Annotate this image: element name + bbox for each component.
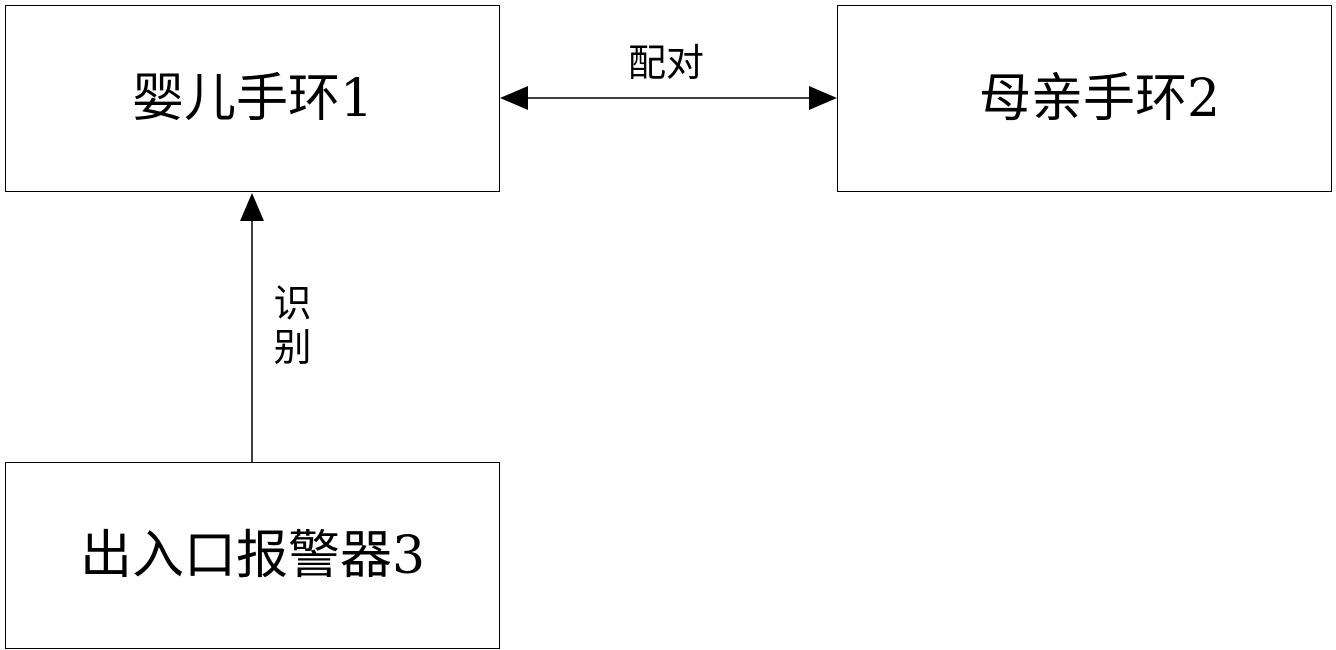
mother-band-label: 母亲手环2 [978,68,1221,129]
baby-band-label: 婴儿手环1 [131,68,374,129]
mother-band-node: 母亲手环2 [837,5,1332,192]
pair-arrow-head-right [809,86,837,110]
identify-edge-label: 识别 [267,283,311,371]
pair-arrow-head-left [500,86,528,110]
gate-alarm-node: 出入口报警器3 [5,462,500,649]
gate-alarm-label: 出入口报警器3 [79,525,426,586]
baby-band-node: 婴儿手环1 [5,5,500,192]
pair-edge-label: 配对 [628,41,705,85]
identify-arrow-head [240,193,264,221]
